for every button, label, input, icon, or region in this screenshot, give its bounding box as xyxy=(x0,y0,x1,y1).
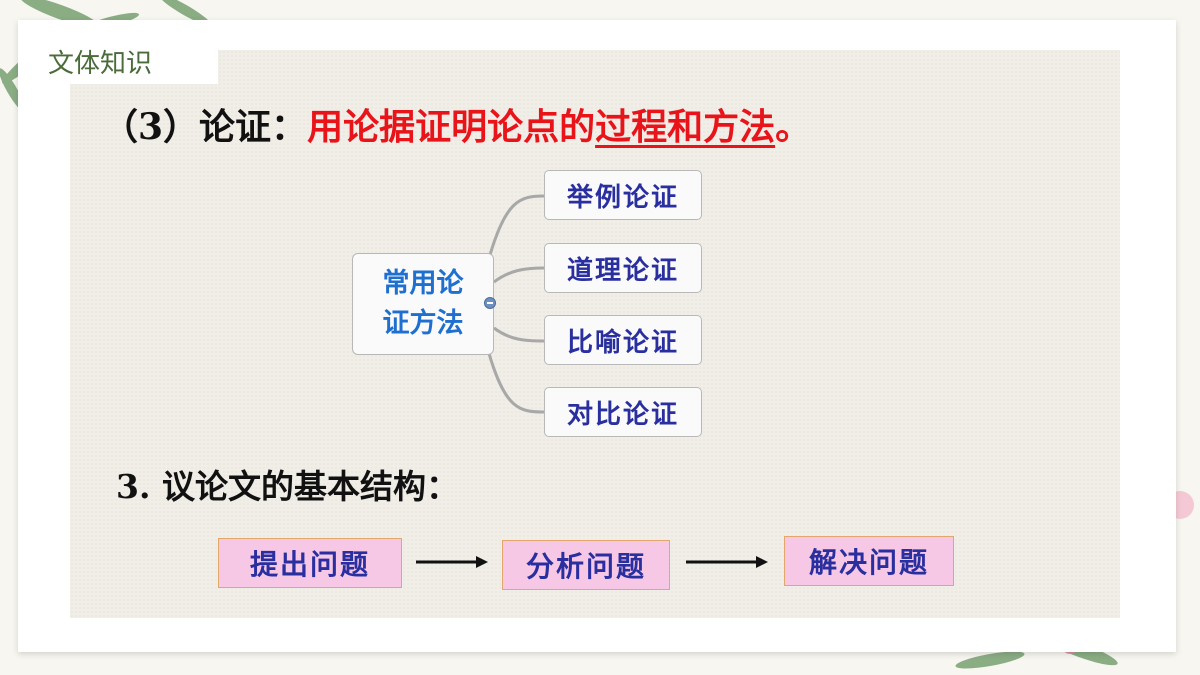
collapse-toggle-icon[interactable] xyxy=(484,297,496,309)
branch-node-contrast[interactable]: 对比论证 xyxy=(544,387,702,437)
definition-end: 。 xyxy=(775,106,812,148)
branch-node-metaphor[interactable]: 比喻论证 xyxy=(544,315,702,365)
section-tag: 文体知识 xyxy=(40,38,218,84)
center-node-label: 常用论证方法 xyxy=(382,268,464,339)
definition-underlined: 过程和方法 xyxy=(595,106,776,148)
arrow-right-icon xyxy=(416,556,488,568)
arrow-right-icon xyxy=(686,556,768,568)
argumentation-heading: （3）论证：用论据证明论点的过程和方法。 xyxy=(102,98,811,150)
step-analyze-problem: 分析问题 xyxy=(502,540,670,590)
step-solve-problem: 解决问题 xyxy=(784,536,954,586)
heading-prefix: （3）论证： xyxy=(102,106,308,148)
branch-node-reasoning[interactable]: 道理论证 xyxy=(544,243,702,293)
branch-node-example[interactable]: 举例论证 xyxy=(544,170,702,220)
step-raise-problem: 提出问题 xyxy=(218,538,402,588)
definition-text: 用论据证明论点的 xyxy=(307,106,596,148)
mindmap-center-node[interactable]: 常用论证方法 xyxy=(352,253,494,355)
structure-heading: 3. 议论文的基本结构： xyxy=(116,467,459,506)
